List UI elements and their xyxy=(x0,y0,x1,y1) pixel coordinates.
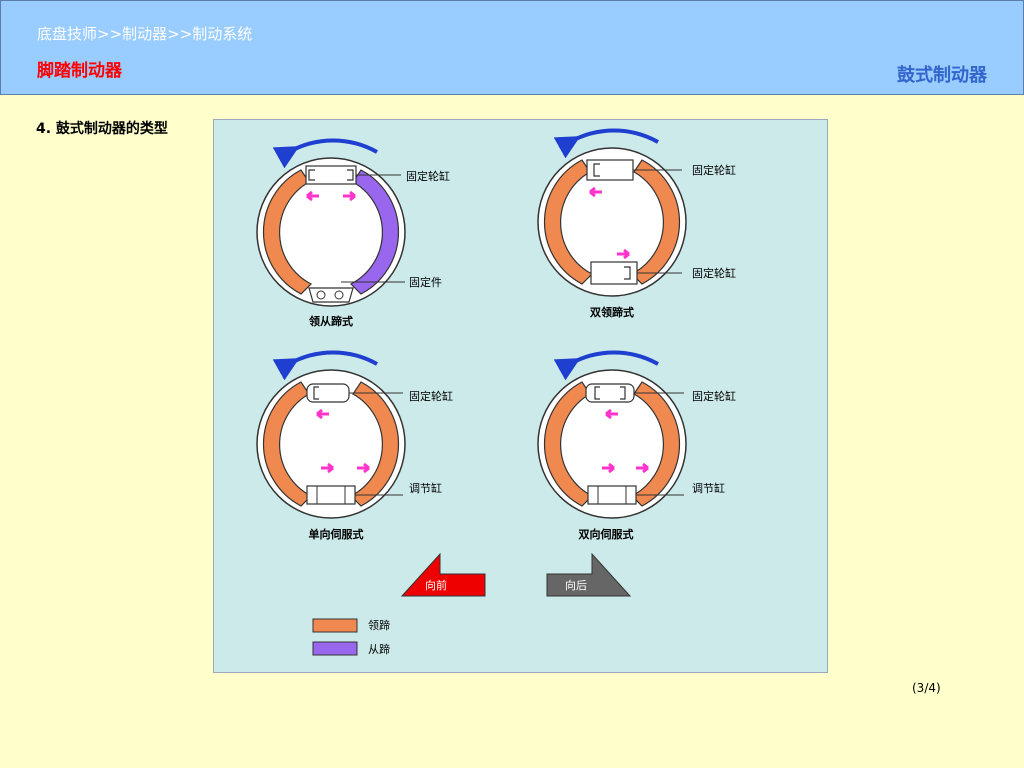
label-anchor: 固定件 xyxy=(409,275,442,289)
leading-shoe xyxy=(543,381,594,507)
anchor xyxy=(308,287,354,303)
force-arrow-left-icon xyxy=(589,186,602,198)
anchor-pin-icon xyxy=(334,290,344,300)
caption-uni-servo: 单向伺服式 xyxy=(309,527,364,541)
diagram-uni-servo xyxy=(256,350,406,519)
leading-shoe xyxy=(630,381,681,507)
piston-icon xyxy=(308,169,354,181)
label-adjuster: 调节缸 xyxy=(409,481,442,495)
caption-two-leading: 双领蹄式 xyxy=(590,305,634,319)
rotation-arrow-icon xyxy=(553,128,659,159)
forward-label: 向前 xyxy=(425,578,447,592)
section-heading: 4. 鼓式制动器的类型 xyxy=(36,121,168,137)
diagram-leading-trailing xyxy=(256,138,406,307)
trailing-shoe xyxy=(349,169,400,295)
piston-icon xyxy=(313,386,319,400)
rotation-arrow-icon xyxy=(272,138,378,169)
label-adjuster: 调节缸 xyxy=(692,481,725,495)
force-arrow-right-icon xyxy=(636,462,649,474)
header-bar: 底盘技师>>制动器>>制动系统 脚踏制动器 鼓式制动器 xyxy=(0,0,1024,95)
legend-swatch-leading xyxy=(312,618,358,633)
leading-shoe xyxy=(543,159,594,285)
force-arrow-right-icon xyxy=(617,248,630,260)
reverse-label: 向后 xyxy=(565,578,587,592)
label-wheel-cylinder: 固定轮缸 xyxy=(692,389,736,403)
page-title: 鼓式制动器 xyxy=(897,65,987,86)
label-wheel-cylinder: 固定轮缸 xyxy=(409,389,453,403)
piston-icon xyxy=(624,266,631,280)
wheel-cylinder xyxy=(305,165,357,185)
label-wheel-cylinder: 固定轮缸 xyxy=(692,163,736,177)
legend-label-leading: 领蹄 xyxy=(368,618,390,632)
label-wheel-cylinder: 固定轮缸 xyxy=(406,169,450,183)
force-arrow-right-icon xyxy=(321,462,334,474)
rotation-arrow-icon xyxy=(272,350,378,381)
forward-arrow-icon: 向前 xyxy=(400,552,486,597)
label-wheel-cylinder: 固定轮缸 xyxy=(692,266,736,280)
legend-swatch-trailing xyxy=(312,641,358,656)
wheel-cylinder xyxy=(585,383,635,403)
leading-shoe xyxy=(262,381,313,507)
leading-shoe xyxy=(262,169,313,295)
force-arrow-right-icon xyxy=(357,462,370,474)
anchor-pin-icon xyxy=(316,290,326,300)
rotation-arrow-icon xyxy=(553,350,659,381)
breadcrumb: 底盘技师>>制动器>>制动系统 xyxy=(37,25,253,43)
piston-icon xyxy=(594,386,626,400)
diagram-duo-servo xyxy=(537,350,687,519)
adjuster xyxy=(587,485,637,505)
force-arrow-left-icon xyxy=(316,408,329,420)
piston-icon xyxy=(593,163,600,177)
force-arrow-right-icon xyxy=(343,190,356,202)
force-arrow-left-icon xyxy=(605,408,618,420)
page-indicator: (3/4) xyxy=(912,681,941,695)
section-subtitle: 脚踏制动器 xyxy=(37,61,122,81)
drum-brake-diagram: 固定轮缸 固定件 领从蹄式 固定轮缸 固定轮缸 双领蹄式 固定轮缸 调节 xyxy=(256,128,736,656)
legend: 领蹄 从蹄 xyxy=(312,618,390,656)
leading-shoe xyxy=(349,381,400,507)
force-arrow-right-icon xyxy=(602,462,615,474)
legend-label-trailing: 从蹄 xyxy=(368,642,390,656)
force-arrow-left-icon xyxy=(306,190,319,202)
diagram-two-leading xyxy=(537,128,687,297)
diagram-panel: 固定轮缸 固定件 领从蹄式 固定轮缸 固定轮缸 双领蹄式 固定轮缸 调节 xyxy=(213,119,828,673)
adjuster xyxy=(306,485,356,505)
caption-duo-servo: 双向伺服式 xyxy=(579,527,634,541)
wheel-cylinder xyxy=(306,383,350,403)
reverse-arrow-icon: 向后 xyxy=(546,552,632,597)
leading-shoe xyxy=(630,159,681,285)
caption-leading-trailing: 领从蹄式 xyxy=(308,314,353,328)
